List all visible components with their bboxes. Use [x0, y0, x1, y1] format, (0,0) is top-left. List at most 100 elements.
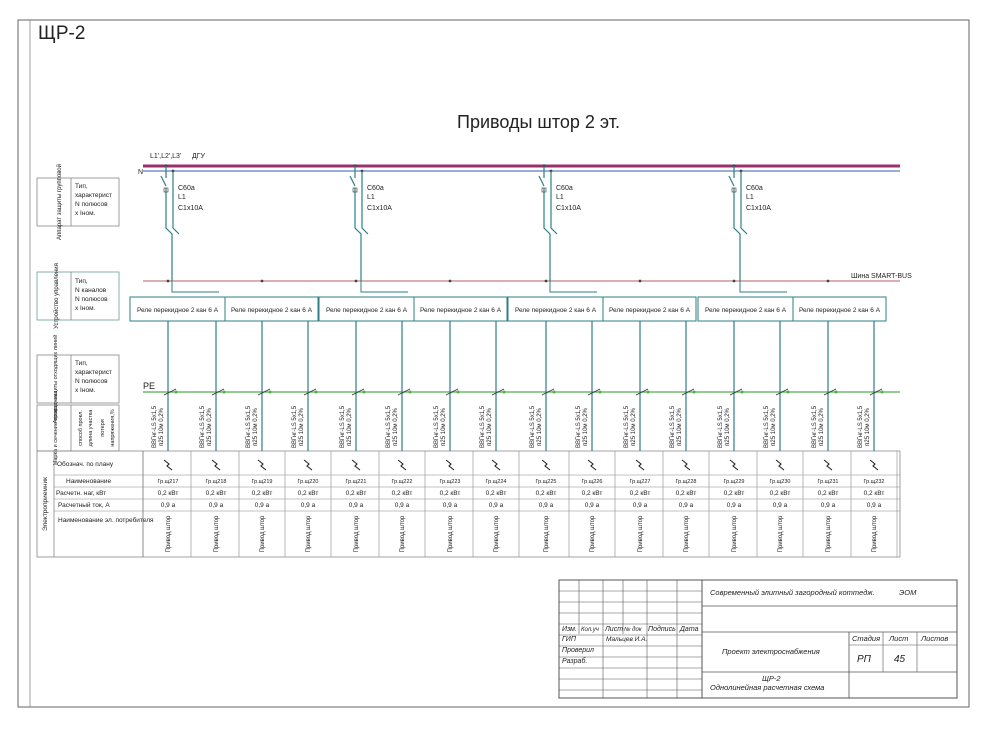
bus-junction [826, 279, 830, 283]
tb-stage-header: Стадия [852, 634, 880, 643]
relay-block: Реле перекидное 2 кан 6 А [318, 296, 415, 322]
relay-box [224, 296, 319, 322]
relay-box [792, 296, 887, 322]
lightning-icon [681, 459, 691, 471]
pe-junction [456, 390, 460, 394]
cable-mark: ВВГнг-LS 5х1,5 [480, 405, 486, 448]
relay-label: Реле перекидное 2 кан 6 А [609, 307, 691, 314]
tb-h-izm: Изм. [562, 626, 577, 633]
cable-method: п25 10м 0,2% [537, 407, 543, 445]
cable-method: п25 10м 0,2% [347, 407, 353, 445]
group-power: 0,2 кВт [864, 490, 885, 497]
lightning-icon [587, 459, 597, 471]
cable-mark: ВВГнг-LS 5х1,5 [624, 405, 630, 448]
relay-feed [171, 281, 219, 293]
relay-label: Реле перекидное 2 кан 6 А [705, 307, 787, 314]
pe-junction [740, 390, 744, 394]
group-name: Гр.щ224 [486, 479, 507, 485]
tb-sheet-header: Лист [888, 634, 908, 643]
pe-junction [314, 390, 318, 394]
protection-group-header: Аппарат защиты групповой [56, 164, 63, 240]
control-device-desc-3: N полюсов [75, 296, 108, 303]
switch-symbol [635, 388, 649, 396]
breaker-modules: С60аL1C1x10AС60аL1C1x10AС60аL1C1x10AС60а… [160, 164, 787, 293]
relay-block: Реле перекидное 2 кан 6 А [413, 296, 508, 322]
cable-mark: ВВГнг-LS 5х1,5 [200, 405, 206, 448]
smart-bus-label: Шина SMART-BUS [851, 273, 912, 280]
cable-method: п25 10м 0,2% [253, 407, 259, 445]
breaker-poles: L1 [556, 194, 564, 201]
relay-block: Реле перекидное 2 кан 6 А [602, 296, 697, 322]
control-device-desc-2: N каналов [75, 287, 107, 294]
switch-symbol [491, 388, 505, 396]
sheet-code: ЩР-2 [38, 23, 85, 44]
lightning-icon [635, 459, 645, 471]
breaker-contact [352, 187, 358, 193]
tb-h-kol: Кол.уч [581, 627, 599, 633]
relay-block: Реле перекидное 2 кан 6 А [697, 296, 794, 322]
lightning-icon [869, 459, 879, 471]
protection-group-desc-1: Тип, [75, 183, 88, 190]
group-current: 0,9 а [633, 502, 648, 509]
protection-outgoing-desc-3: N полюсов [75, 378, 108, 385]
breaker-symbol [160, 166, 173, 281]
group-name: Гр.щ225 [536, 479, 557, 485]
consumer-row-consumer: Наименование эл. потребителя [58, 516, 154, 524]
protection-group-desc-2: характерист [75, 192, 112, 199]
group-consumer: Привод штор [494, 515, 500, 552]
lightning-icon [211, 459, 221, 471]
protection-outgoing-desc-1: Тип, [75, 360, 88, 367]
group-power: 0,2 кВт [486, 490, 507, 497]
diagram-title: Приводы штор 2 эт. [457, 112, 620, 132]
bus-junction [260, 279, 264, 283]
tb-h-date: Дата [679, 626, 699, 633]
relay-feed [739, 281, 787, 293]
breaker-symbol [538, 166, 551, 281]
sheet-frame [17, 19, 970, 708]
group-current: 0,9 а [349, 502, 364, 509]
cable-mark: ВВГнг-LS 5х1,5 [246, 405, 252, 448]
group-name: Гр.щ229 [724, 479, 745, 485]
group-name: Гр.щ219 [252, 479, 273, 485]
cable-method: п25 10м 0,2% [583, 407, 589, 445]
lightning-icon [729, 459, 739, 471]
pe-junction [408, 390, 412, 394]
group-consumer: Привод штор [684, 515, 690, 552]
group-consumer: Привод штор [448, 515, 454, 552]
cable-mark: ВВГнг-LS 5х1,5 [718, 405, 724, 448]
cable-mark: ВВГнг-LS 5х1,5 [858, 405, 864, 448]
lightning-icon [397, 459, 407, 471]
switch-symbol [257, 388, 271, 396]
bus-junction [732, 279, 736, 283]
pe-junction [786, 390, 790, 394]
tb-stage: РП [857, 654, 872, 665]
group-power: 0,2 кВт [770, 490, 791, 497]
lightning-icon [351, 459, 361, 471]
pe-junction [880, 390, 884, 394]
group-current: 0,9 а [679, 502, 694, 509]
row-label-control-device: Устройство управления Тип, N каналов N п… [36, 263, 120, 329]
tb-work: Проект электроснабжения [722, 647, 820, 656]
control-device-desc-4: х Iном. [75, 305, 96, 312]
relay-label: Реле перекидное 2 кан 6 А [326, 307, 408, 314]
cable-desc-1: способ прокл. [78, 410, 84, 446]
relay-block: Реле перекидное 2 кан 6 А [507, 296, 604, 322]
group-consumer: Привод штор [826, 515, 832, 552]
group-consumer: Привод штор [732, 515, 738, 552]
row-label-protection-group: Аппарат защиты групповой Тип, характерис… [36, 164, 120, 240]
cable-method: п25 10м 0,2% [725, 407, 731, 445]
group-power: 0,2 кВт [818, 490, 839, 497]
relay-label: Реле перекидное 2 кан 6 А [420, 307, 502, 314]
breaker-contact [541, 187, 547, 193]
switch-symbol [351, 388, 365, 396]
pe-junction [598, 390, 602, 394]
tb-gip-name: Мальцев И.А. [606, 636, 647, 643]
control-device-header: Устройство управления [53, 263, 60, 329]
